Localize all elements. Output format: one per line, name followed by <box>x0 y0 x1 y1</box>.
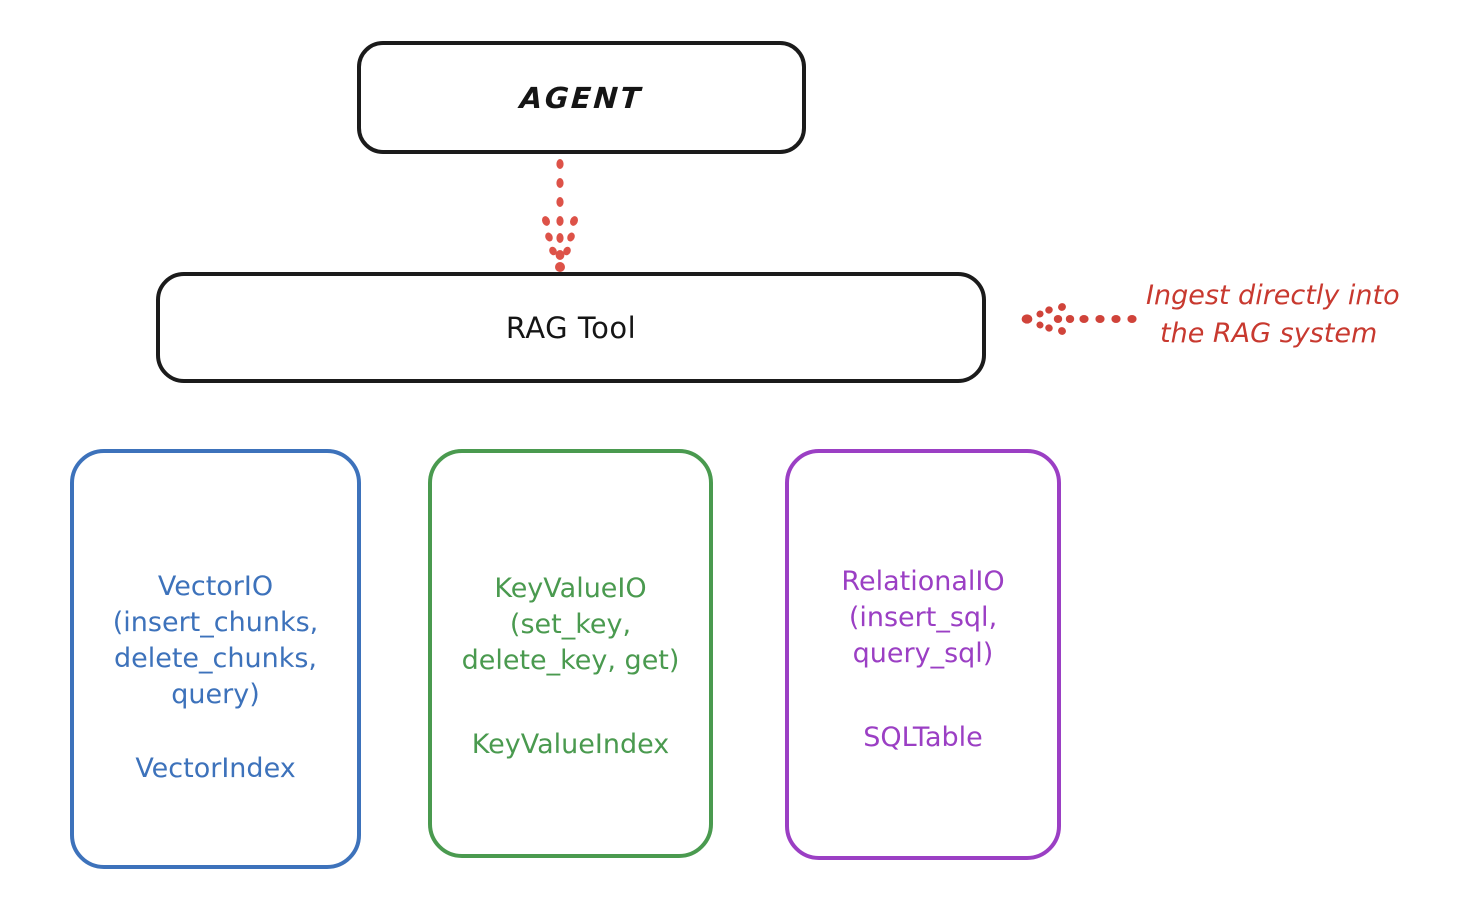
key-value-io-node[interactable]: KeyValueIO (set_key, delete_key, get) Ke… <box>428 449 713 858</box>
ingest-annotation-line-2: the RAG system <box>1160 318 1378 349</box>
vector-io-api-label: VectorIO (insert_chunks, delete_chunks, … <box>112 571 319 710</box>
sql-table-label: SQLTable <box>863 721 983 753</box>
ingest-annotation: Ingest directly into the RAG system <box>1146 277 1476 353</box>
vector-index-label: VectorIndex <box>135 753 296 784</box>
ingest-annotation-line-1: Ingest directly into <box>1146 280 1400 311</box>
vector-io-node[interactable]: VectorIO (insert_chunks, delete_chunks, … <box>70 449 361 869</box>
agent-node-label: AGENT <box>518 80 644 115</box>
relational-io-api-label: RelationalIO (insert_sql, query_sql) <box>841 565 1005 669</box>
relational-io-node[interactable]: RelationalIO (insert_sql, query_sql) SQL… <box>785 449 1061 860</box>
rag-tool-node-label: RAG Tool <box>505 310 637 345</box>
ingest-arrow-icon <box>1021 303 1137 335</box>
key-value-index-label: KeyValueIndex <box>471 728 670 760</box>
agent-node[interactable]: AGENT <box>357 41 806 154</box>
key-value-io-api-label: KeyValueIO (set_key, delete_key, get) <box>461 572 680 676</box>
agent-to-rag-arrow-icon <box>542 159 578 272</box>
rag-tool-node[interactable]: RAG Tool <box>156 272 986 383</box>
